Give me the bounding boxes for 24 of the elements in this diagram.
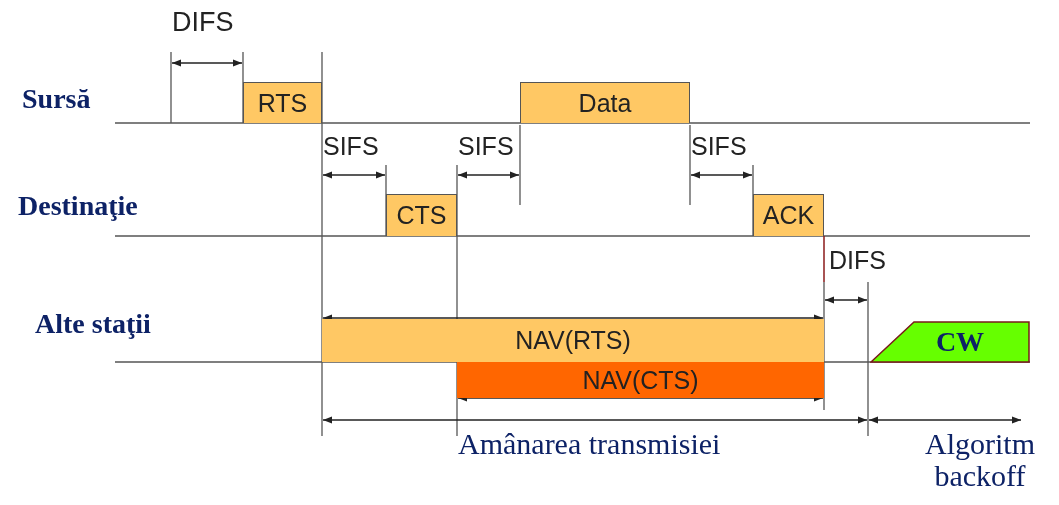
nav-bar xyxy=(322,319,824,362)
frame-label: RTS xyxy=(257,88,308,118)
interval-label: SIFS xyxy=(691,133,747,160)
row-label: Destinaţie xyxy=(18,191,138,221)
frame-label: ACK xyxy=(762,201,815,230)
axis-caption: Amânarea transmisiei xyxy=(458,428,721,460)
frame-box xyxy=(520,82,690,123)
row-label: Sursă xyxy=(22,84,91,114)
frame-label: NAV(CTS) xyxy=(582,365,699,395)
interval-label: SIFS xyxy=(323,133,379,160)
interval-label: DIFS xyxy=(172,8,234,37)
nav-bar xyxy=(457,362,824,398)
frame-label: NAV(RTS) xyxy=(515,326,631,355)
frame-box xyxy=(753,194,824,236)
frame-label: Data xyxy=(578,88,632,118)
axis-caption: Algoritm backoff xyxy=(924,428,1036,491)
row-label: Alte staţii xyxy=(35,309,151,339)
frame-box xyxy=(243,82,322,123)
window-label: CW xyxy=(935,326,985,358)
interval-label: SIFS xyxy=(458,133,514,160)
frame-box xyxy=(386,194,457,236)
interval-label: DIFS xyxy=(829,247,886,274)
frame-label: CTS xyxy=(396,201,447,230)
contention-window-shape xyxy=(870,321,1030,363)
